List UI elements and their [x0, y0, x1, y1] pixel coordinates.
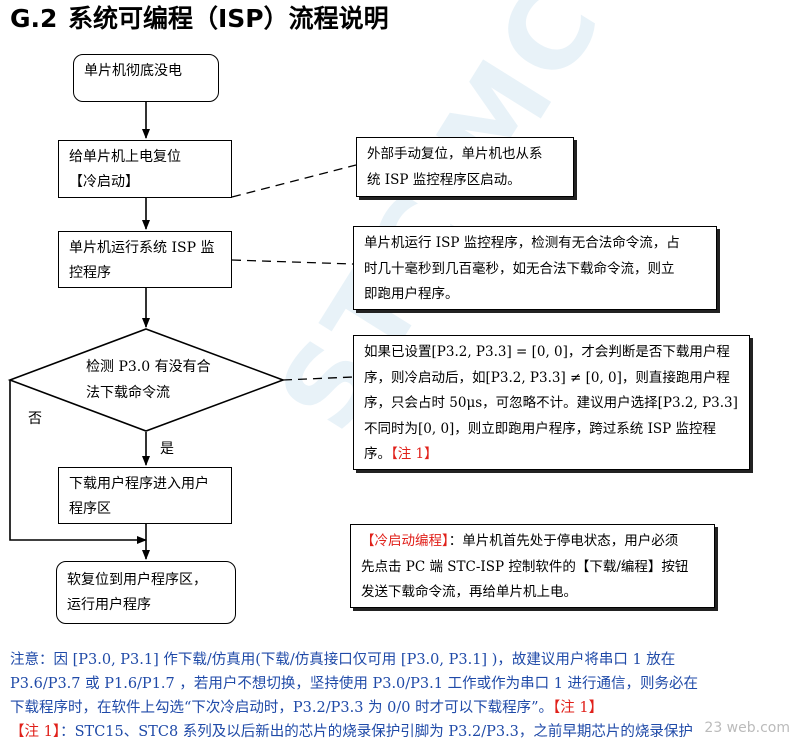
- footer-line: 注意：因 [P3.0, P3.1] 作下载/仿真用(下载/仿真接口仅可用 [P3…: [10, 652, 676, 668]
- note-text: 先点击 PC 端 STC-ISP 控制软件的【下载/编程】按钮: [361, 558, 689, 575]
- flow-step-cold-boot: 给单片机上电复位 【冷启动】: [58, 140, 232, 198]
- decision-line: 法下载命令流: [86, 385, 170, 401]
- note-text: 外部手动复位，单片机也从系: [367, 146, 543, 162]
- note-text: 统 ISP 监控程序区启动。: [367, 171, 521, 188]
- no-label: 否: [28, 411, 42, 427]
- no-branch-line: [9, 380, 147, 544]
- note-p32-p33: 如果已设置[P3.2, P3.3] = [0, 0]，才会判断是否下载用户程 序…: [353, 335, 750, 470]
- decision-line: 检测 P3.0 有没有合: [86, 359, 211, 375]
- note-text: 不同时为[0, 0]，则立即跑用户程序，跨过系统 ISP 监控程: [364, 420, 717, 437]
- step-text: 单片机彻底没电: [84, 63, 182, 79]
- step-text: 软复位到用户程序区，: [67, 572, 207, 588]
- corner-watermark: 23 web.com: [704, 720, 790, 736]
- note-ref: 【注 1】: [391, 446, 438, 462]
- note-text: 如果已设置[P3.2, P3.3] = [0, 0]，才会判断是否下载用户程: [364, 344, 730, 360]
- footer-line: 【注 1】：STC15、STC8 系列及以后新出的芯片的烧录保护引脚为 P3.2…: [10, 720, 792, 744]
- note-cold-boot-programming: 【冷启动编程】：单片机首先处于停电状态，用户必须 先点击 PC 端 STC-IS…: [350, 524, 715, 608]
- note-text: 发送下载命令流，再给单片机上电。: [361, 584, 577, 600]
- section-title: 系统可编程（ISP）流程说明: [68, 4, 389, 33]
- step-text: 下载用户程序进入用户: [69, 476, 209, 492]
- footer-notice: 注意：因 [P3.0, P3.1] 作下载/仿真用(下载/仿真接口仅可用 [P3…: [10, 648, 792, 744]
- dash-link-1: [231, 164, 357, 198]
- note-text: 序。: [364, 446, 391, 462]
- footer-ref: 【注 1】: [10, 724, 61, 740]
- note-text: 【冷启动编程】：单片机首先处于停电状态，用户必须: [361, 529, 704, 555]
- note-text: 单片机运行 ISP 监控程序，检测有无合法命令流，占: [364, 235, 680, 251]
- dash-link-3: [282, 376, 354, 381]
- page-title: G.2 系统可编程（ISP）流程说明: [10, 2, 800, 36]
- footer-line: 下载程序时，在软件上勾选“下次冷启动时，P3.2/P3.3 为 0/0 时才可以…: [10, 696, 792, 720]
- note-text: 序。【注 1】: [364, 442, 739, 468]
- footer-line: P3.6/P3.7 或 P1.6/P1.7 ，若用户不想切换，坚持使用 P3.0…: [10, 676, 699, 692]
- flow-step-run-user: 软复位到用户程序区， 运行用户程序: [56, 561, 236, 624]
- step-text: 控程序: [69, 265, 111, 281]
- note-text: 序，则冷启动后，如[P3.2, P3.3] ≠ [0, 0]，则直接跑用户程: [364, 369, 730, 386]
- note-text: 序，只会占时 50μs，可忽略不计。建议用户选择[P3.2, P3.3]: [364, 395, 738, 411]
- note-highlight: 【冷启动编程】: [361, 533, 449, 549]
- step-text: 单片机运行系统 ISP 监: [69, 240, 215, 256]
- note-text: 时几十毫秒到几百毫秒，如无合法下载命令流，则立: [364, 260, 675, 277]
- step-text: 运行用户程序: [67, 597, 151, 613]
- note-isp-monitor: 单片机运行 ISP 监控程序，检测有无合法命令流，占 时几十毫秒到几百毫秒，如无…: [353, 226, 717, 310]
- step-text: 【冷启动】: [69, 174, 139, 190]
- flow-step-download: 下载用户程序进入用户 程序区: [58, 467, 232, 524]
- note-text: 即跑用户程序。: [364, 286, 459, 302]
- flow-step-run-isp: 单片机运行系统 ISP 监 控程序: [58, 231, 232, 288]
- note-text: ：单片机首先处于停电状态，用户必须: [448, 533, 679, 549]
- note-manual-reset: 外部手动复位，单片机也从系 统 ISP 监控程序区启动。: [356, 137, 574, 197]
- step-text: 给单片机上电复位: [69, 149, 181, 165]
- dash-link-2: [231, 259, 354, 265]
- yes-label: 是: [160, 441, 174, 457]
- flow-step-power-off: 单片机彻底没电: [73, 54, 219, 102]
- decision-diamond: [7, 328, 286, 432]
- footer-ref: 【注 1】: [553, 700, 604, 716]
- footer-text: 下载程序时，在软件上勾选“下次冷启动时，P3.2/P3.3 为 0/0 时才可以…: [10, 700, 554, 716]
- step-text: 程序区: [69, 501, 111, 517]
- decision-text: 检测 P3.0 有没有合 法下载命令流: [86, 354, 236, 406]
- section-number: G.2: [10, 4, 58, 33]
- footer-text: ：STC15、STC8 系列及以后新出的芯片的烧录保护引脚为 P3.2/P3.3…: [60, 724, 693, 740]
